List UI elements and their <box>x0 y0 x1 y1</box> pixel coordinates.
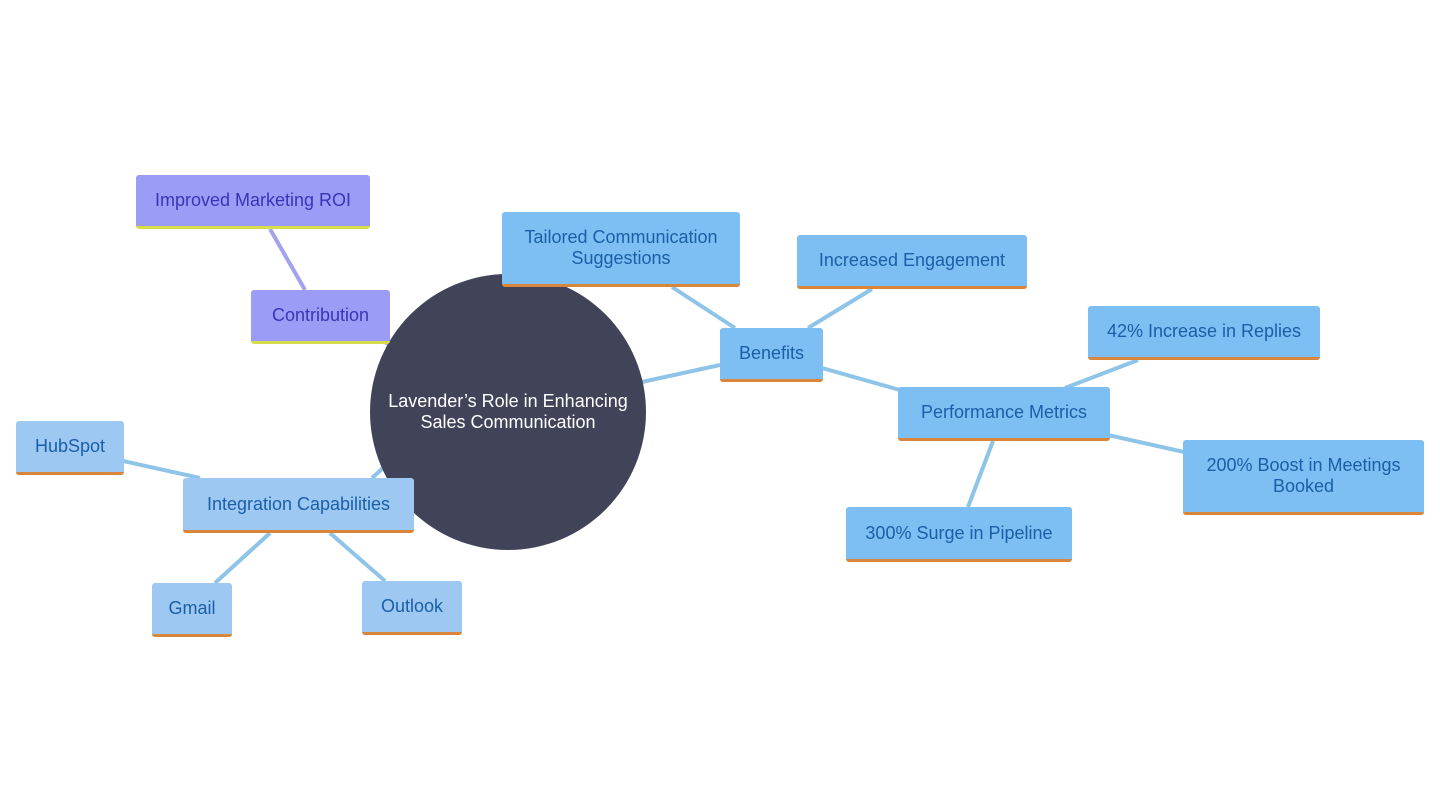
node-gmail: Gmail <box>152 583 232 637</box>
node-label: Contribution <box>271 305 370 325</box>
node-label: 200% Boost in Meetings Booked <box>1206 455 1401 496</box>
node-200-boost-in-meetings-booked: 200% Boost in Meetings Booked <box>1183 440 1424 515</box>
node-tailored-communication-suggestions: Tailored Communication Suggestions <box>502 212 740 287</box>
edge-performance-pipeline <box>966 440 995 508</box>
node-label: Benefits <box>738 343 805 363</box>
node-label: 42% Increase in Replies <box>1106 321 1302 341</box>
node-hubspot: HubSpot <box>16 421 124 475</box>
node-improved-marketing-roi: Improved Marketing ROI <box>136 175 370 229</box>
node-contribution: Contribution <box>251 290 390 344</box>
node-label: 300% Surge in Pipeline <box>865 522 1053 543</box>
node-increased-engagement: Increased Engagement <box>797 235 1027 289</box>
edge-benefits-tailored <box>670 285 737 330</box>
root-node: Lavender’s Role in Enhancing Sales Commu… <box>370 274 646 550</box>
node-label: Performance Metrics <box>920 402 1088 422</box>
edge-integration-hubspot <box>122 459 201 480</box>
node-label: Improved Marketing ROI <box>154 190 352 210</box>
root-node-label: Lavender’s Role in Enhancing Sales Commu… <box>388 391 628 432</box>
node-label: Integration Capabilities <box>206 493 391 514</box>
edge-root-integration <box>370 466 385 480</box>
edge-performance-replies <box>1064 358 1139 390</box>
node-42-increase-in-replies: 42% Increase in Replies <box>1088 306 1320 360</box>
edge-integration-outlook <box>328 531 387 583</box>
node-integration-capabilities: Integration Capabilities <box>183 478 414 533</box>
node-label: HubSpot <box>34 436 106 456</box>
edge-benefits-performance <box>821 366 901 392</box>
node-label: Outlook <box>380 596 444 616</box>
edge-performance-meetings <box>1107 433 1185 454</box>
node-benefits: Benefits <box>720 328 823 382</box>
node-outlook: Outlook <box>362 581 462 635</box>
node-label: Increased Engagement <box>818 250 1006 270</box>
edge-root-benefits <box>641 363 721 384</box>
node-label: Gmail <box>168 598 216 618</box>
node-300-surge-in-pipeline: 300% Surge in Pipeline <box>846 507 1072 562</box>
node-label: Tailored Communication Suggestions <box>524 227 718 268</box>
edge-contribution-improved-roi <box>268 228 307 291</box>
edge-benefits-engagement <box>806 287 874 330</box>
node-performance-metrics: Performance Metrics <box>898 387 1110 441</box>
edge-integration-gmail <box>213 531 272 585</box>
